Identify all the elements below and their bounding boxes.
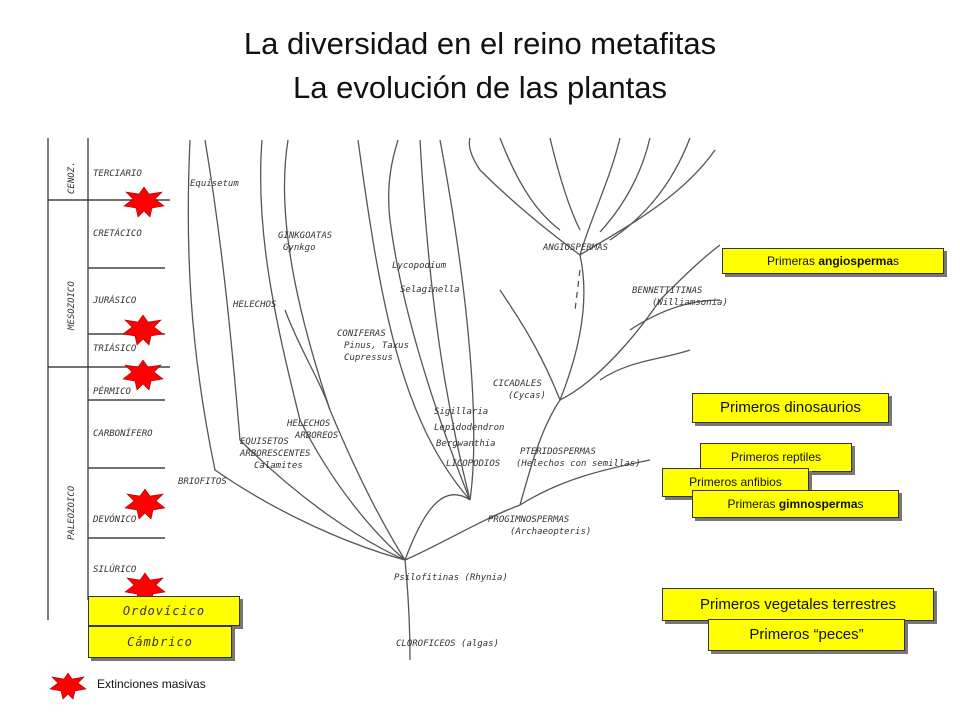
era-paleozoico: PALEOZOICO [67,485,77,540]
label-helechos-arboreos-2: ARBOREOS [294,431,339,441]
red-star-icon [124,488,166,520]
label-progimnospermas: PROGIMNOSPERMAS [488,515,570,525]
period-devonico: DEVÓNICO [92,513,137,525]
label-pteridospermas: PTERIDOSPERMAS [520,447,596,457]
label-arborescentes: ARBORESCENTES [239,449,311,459]
phylogenetic-tree [187,137,721,661]
label-helechos-arboreos-1: HELECHOS [286,419,331,429]
event-primeras-angiospermas: Primeras angiospermas [722,248,944,274]
label-pinus: Pinus, Taxus [344,341,409,351]
label-equisetum: Equisetum [190,179,239,189]
period-cretacico: CRETÁCICO [93,227,142,239]
era-cenozoico: CENOZ. [67,161,77,194]
label-briofitos: BRIOFITOS [178,477,227,487]
label-cupressus: Cupressus [344,353,393,363]
label-lepidodendron: Lepidodendron [434,423,504,433]
label-cicadales: CICADALES [493,379,542,389]
label-williamsonia: (Williamsonia) [652,298,728,308]
label-bennettitinas: BENNETTITINAS [632,286,703,296]
period-jurasico: JURÁSICO [92,294,137,306]
event-primeros-vegetales-terrestres: Primeros vegetales terrestres [662,588,934,621]
label-selaginella: Selaginella [400,285,460,295]
label-helechos: HELECHOS [232,300,277,310]
label-licopodios: LICOPODIOS [446,459,501,469]
event-primeras-gimnospermas: Primeras gimnospermas [692,490,899,518]
page-title: La diversidad en el reino metafitas [243,26,717,61]
page-subtitle: La evolución de las plantas [293,70,667,105]
era-mesozoico: MESOZOICO [67,281,77,331]
red-star-icon [122,314,164,346]
red-star-icon [122,359,164,391]
label-lycopodium: Lycopodium [392,261,447,271]
period-silurico: SILÚRICO [93,563,137,575]
label-angiospermas: ANGIOSPERMAS [542,243,609,253]
label-coniferas: CONIFERAS [337,329,386,339]
event-primeros-reptiles: Primeros reptiles [700,443,852,472]
extinction-markers [49,186,166,700]
label-archaeopteris: (Archaeopteris) [510,527,591,537]
ordovicico-box: Ordovícico [88,596,240,626]
label-equisetos: EQUISETOS [240,437,289,447]
label-cycas: (Cycas) [508,391,546,401]
label-psilofitinas: Psilofitinas (Rhynia) [394,573,508,583]
cambrico-box: Cámbrico [88,626,232,658]
label-sigillaria: Sigillaria [434,407,488,417]
legend-label: Extinciones masivas [97,677,206,691]
label-helechos-con-semillas: (Helechos con semillas) [516,459,641,469]
period-terciario: TERCIARIO [93,169,142,179]
red-star-icon [49,672,87,700]
label-ginkgoatas: GINKGOATAS [278,231,333,241]
label-calamites: Calamites [254,461,303,471]
event-primeros-peces: Primeros “peces” [708,619,905,651]
period-triasico: TRIÁSICO [93,342,137,354]
red-star-icon [123,186,165,218]
period-carbonifero: CARBONÍFERO [93,427,153,439]
period-permico: PÉRMICO [93,385,132,397]
label-clorofitos: CLOROFICEOS (algas) [396,639,499,649]
label-gynkgo: Gynkgo [283,243,316,253]
label-bergwanthia: Bergwanthia [436,439,496,449]
event-primeros-dinosaurios: Primeros dinosaurios [692,393,889,423]
